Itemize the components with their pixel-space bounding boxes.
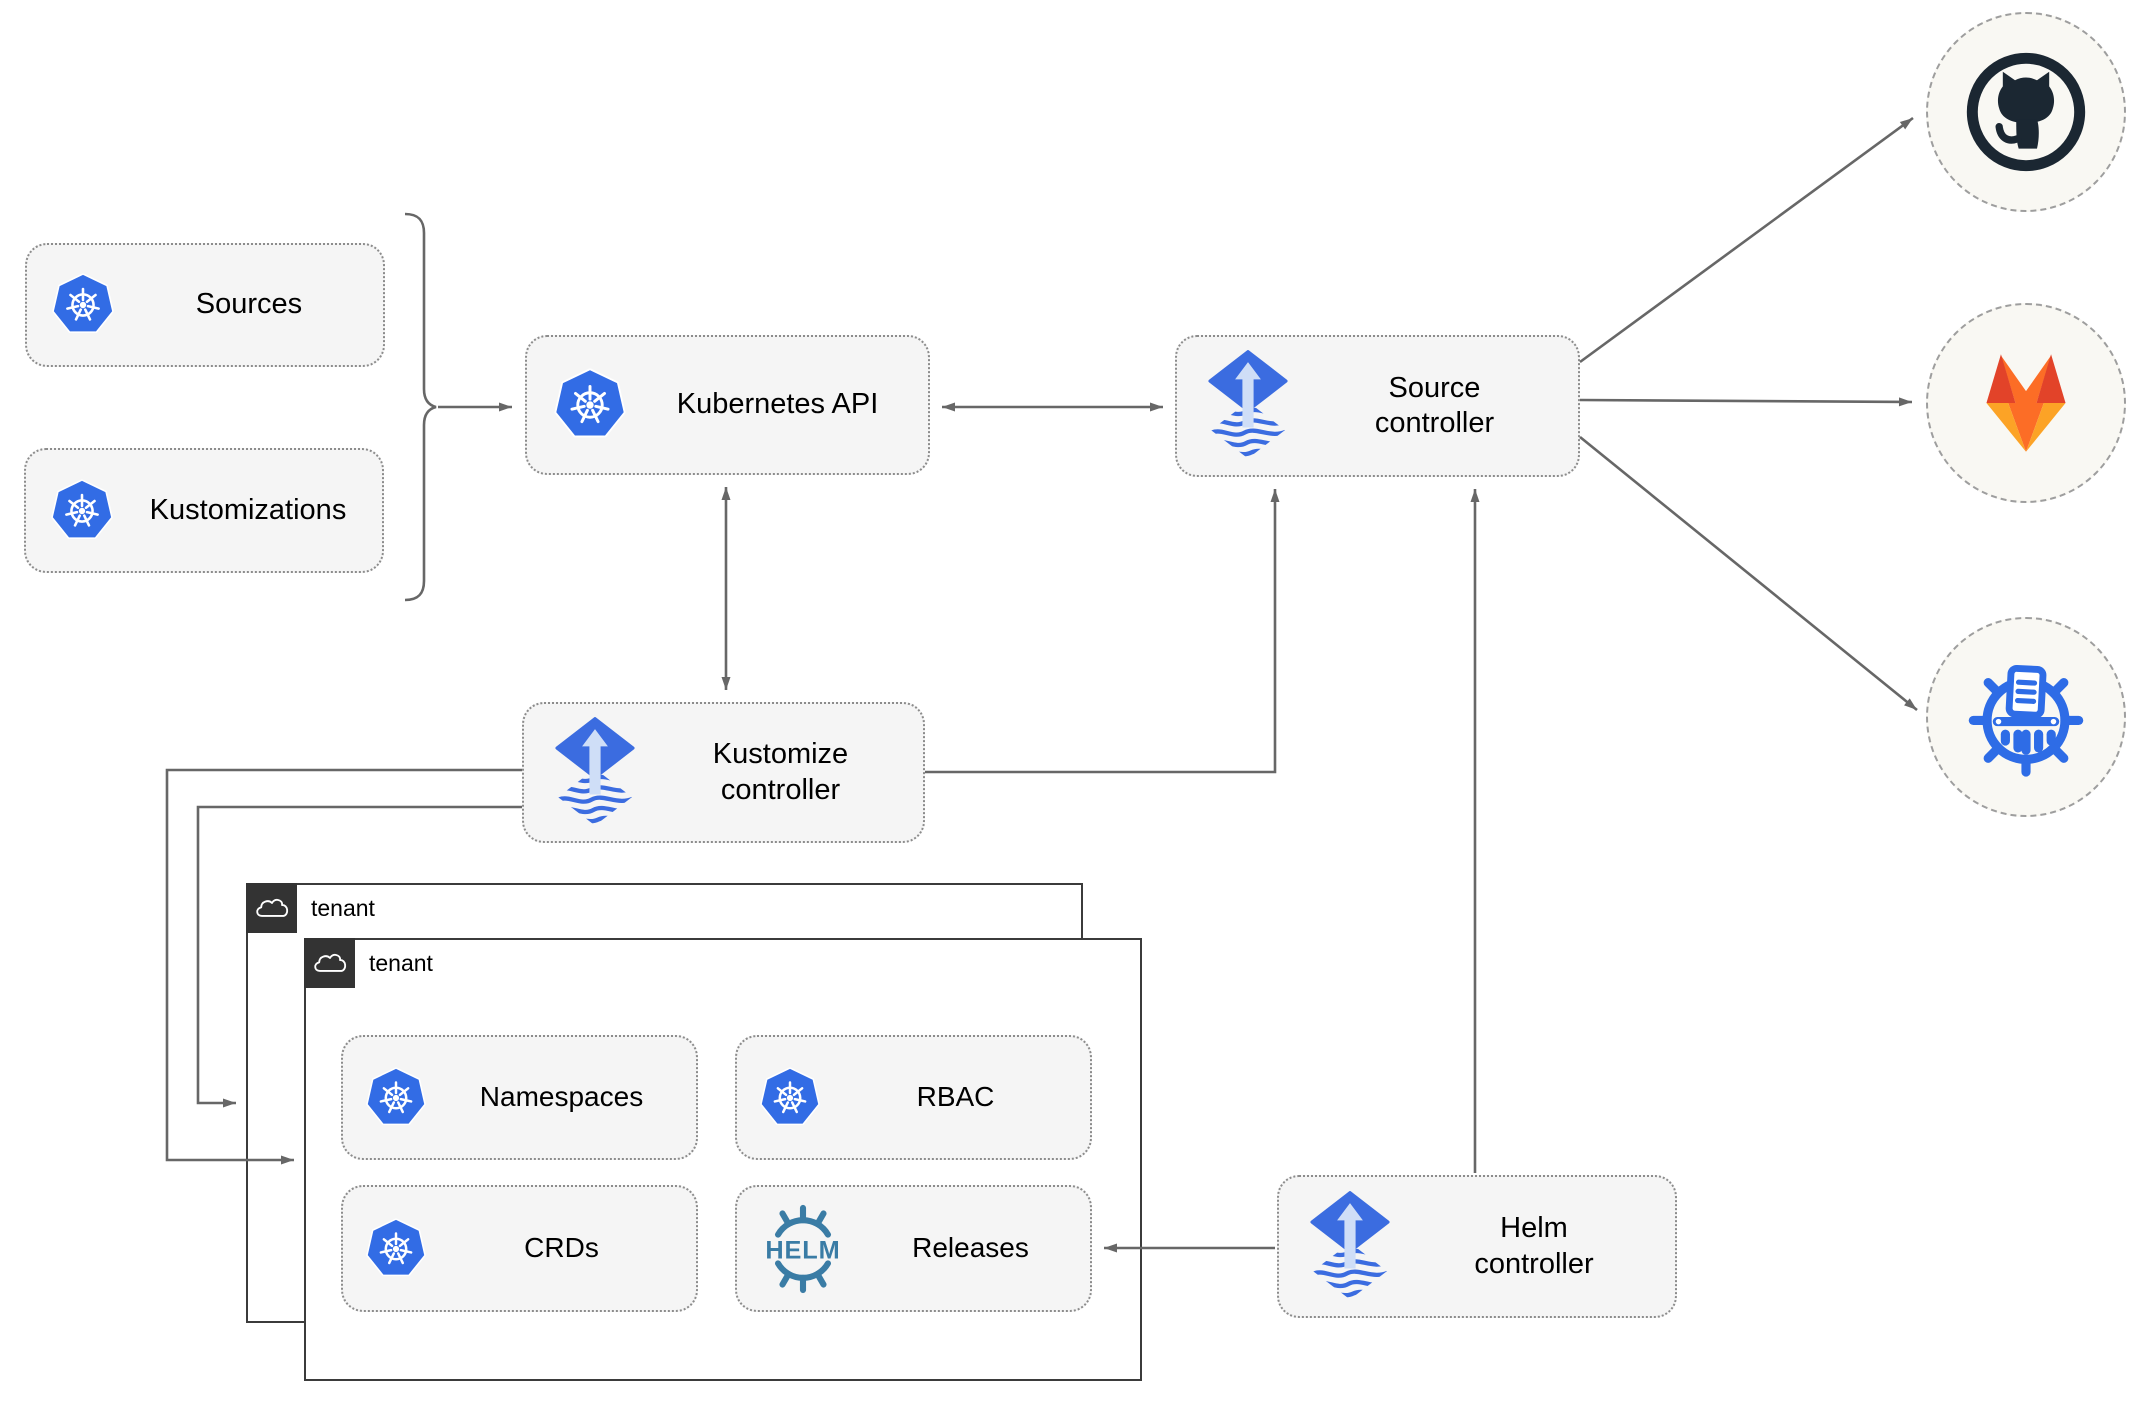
tenant-label: tenant [311,895,375,921]
cloud-icon [254,896,290,920]
node-label: RBAC [916,1081,995,1113]
external-github [1926,12,2126,212]
flux-icon [1205,350,1291,462]
node-label: Releases [912,1232,1029,1264]
edge-source-to-github [1579,116,1914,364]
node-label: Sources [195,288,303,321]
github-icon [1965,51,2087,173]
gitlab-icon [1960,345,2092,461]
node-crds: CRDs [341,1185,698,1312]
node-label: Source controller [1374,371,1495,439]
node-helm-controller: Helm controller [1277,1175,1677,1318]
node-namespaces: Namespaces [341,1035,698,1160]
tenant-label: tenant [369,950,433,976]
external-registry [1926,617,2126,817]
node-sources: Sources [25,243,385,367]
edge-source-to-gitlab [1579,397,1913,407]
node-label: Helm controller [1474,1212,1594,1280]
flux-icon [1307,1191,1393,1303]
kubernetes-icon [365,1218,427,1280]
node-releases: HELM Releases [735,1185,1092,1312]
edge-kustomize-to-source [925,489,1280,774]
helm-icon: HELM [755,1201,851,1297]
cloud-icon [312,951,348,975]
flux-icon [552,717,638,829]
node-label: CRDs [524,1232,599,1264]
node-label: Kustomize controller [712,738,849,806]
node-label: Kustomizations [149,493,347,526]
kubernetes-icon [365,1067,427,1129]
node-kubernetes-api: Kubernetes API [525,335,930,475]
tenant-tab [246,883,297,933]
kubernetes-icon [553,368,627,442]
external-gitlab [1926,303,2126,503]
node-kustomizations: Kustomizations [24,448,384,573]
node-kustomize-controller: Kustomize controller [522,702,925,843]
edge-source-to-registry [1579,435,1918,712]
node-rbac: RBAC [735,1035,1092,1160]
group-brace [404,212,437,602]
kubernetes-icon [51,273,115,337]
kubernetes-icon [759,1067,821,1129]
kubernetes-icon [50,479,114,543]
registry-icon [1963,654,2089,780]
tenant-tab [304,938,355,988]
node-label: Namespaces [479,1081,644,1113]
helm-logo-text: HELM [765,1236,840,1264]
node-label: Kubernetes API [676,388,879,421]
node-source-controller: Source controller [1175,335,1580,477]
